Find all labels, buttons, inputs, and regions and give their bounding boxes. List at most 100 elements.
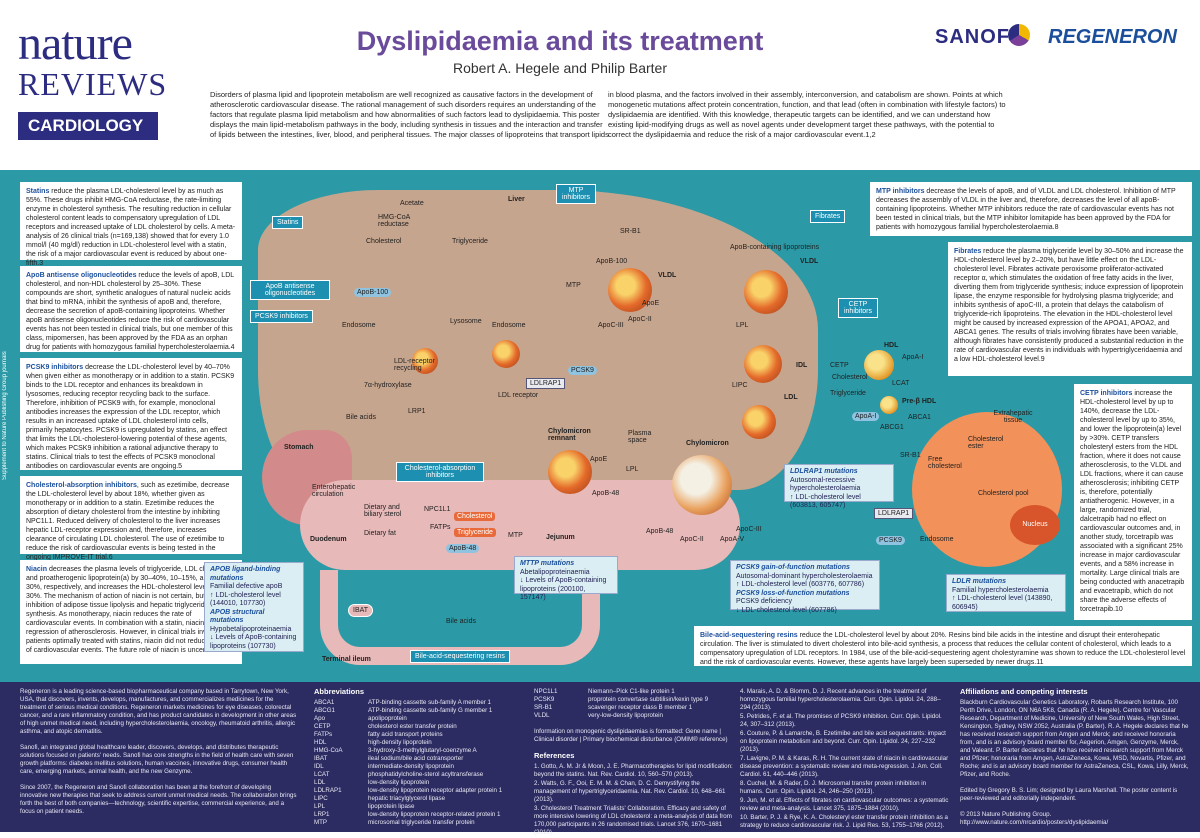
ldl-particle (492, 340, 520, 368)
reference-item: 4. Marais, A. D. & Blomm, D. J. Recent a… (740, 688, 941, 711)
abbr-definition: high-density lipoprotein (368, 739, 432, 746)
label-mtp-intestine: MTP (508, 532, 523, 539)
label-liver: Liver (508, 196, 525, 203)
label-apoai-2: ApoA-I (852, 412, 880, 421)
abbr-term: LDLRAP1 (314, 787, 342, 794)
label-apob48-2: ApoB-48 (646, 528, 674, 535)
label-bile-acids-ileum: Bile acids (446, 618, 476, 625)
label-vldl: VLDL (658, 272, 677, 279)
label-apocii: ApoC-II (628, 316, 652, 323)
tag-pcsk9-inhibitors: PCSK9 inhibitors (250, 310, 313, 323)
info-statins: Statins reduce the plasma LDL-cholestero… (20, 182, 242, 267)
tag-bile-acid-resins: Bile-acid-sequestering resins (410, 650, 510, 663)
label-ldl: LDL (784, 394, 798, 401)
abbr-definition: ileal sodium/bile acid cotransporter (368, 755, 464, 762)
tag-apob-antisense: ApoB antisense oligonucleotides (250, 280, 330, 300)
label-apob100: ApoB-100 (596, 258, 628, 265)
sponsor-sanofi-logo: SANOFI (935, 26, 1017, 48)
abbr-definition: lipoprotein lipase (368, 803, 415, 810)
tag-mtp-inhibitors: MTP inhibitors (556, 184, 596, 204)
abbr-term: LDL (314, 779, 326, 786)
info-fibrates: Fibrates reduce the plasma triglyceride … (948, 242, 1192, 376)
liver-shape (258, 190, 818, 490)
label-cholesterol: Cholesterol (366, 238, 402, 245)
poster-header: nature REVIEWS CARDIOLOGY Dyslipidaemia … (0, 0, 1200, 170)
abbr-definition: 3-hydroxy-3-methylglutaryl-coenzyme A (368, 747, 477, 754)
label-chylomicron-remnant: Chylomicron remnant (548, 428, 591, 442)
label-ldl-receptor: LDL receptor (498, 392, 539, 399)
label-lysosome: Lysosome (450, 318, 482, 325)
label-cholesterol-pool: Cholesterol pool (978, 490, 1029, 497)
abbr-definition: phosphatidylcholine-sterol acyltransfera… (368, 771, 484, 778)
abbr-term: ABCA1 (314, 699, 335, 706)
hdl-particle (864, 350, 894, 380)
vldl-particle (744, 270, 788, 314)
abbr-term: Apo (314, 715, 326, 722)
label-cetp: CETP (830, 362, 849, 369)
reference-item: 1. Gotto, A. M. Jr & Moon, J. E. Pharmac… (534, 763, 733, 778)
label-cholesterol-ester: Cholesterol ester (968, 436, 1004, 450)
label-sr-b1: SR-B1 (620, 228, 641, 235)
reference-item: 5. Petrides, F. et al. The promises of P… (740, 713, 942, 728)
info-pcsk9-inhibitors: PCSK9 inhibitors decrease the LDL-choles… (20, 358, 242, 470)
poster-url-link[interactable]: http://www.nature.com/nrcardio/posters/d… (960, 819, 1109, 826)
reference-item: 3. Cholesterol Treatment Trialists' Coll… (534, 805, 732, 836)
label-lpl-chylo: LPL (626, 466, 639, 473)
label-apoav: ApoA-V (720, 536, 745, 543)
nucleus: Nucleus (1010, 505, 1060, 545)
reference-list: 1. Gotto, A. M. Jr & Moon, J. E. Pharmac… (534, 763, 734, 837)
label-apocii-chylo: ApoC-II (680, 536, 704, 543)
label-lipc: LIPC (732, 382, 748, 389)
label-triglyceride-cetp: Triglyceride (830, 390, 866, 397)
label-bile-acids: Bile acids (346, 414, 376, 421)
label-extrahepatic: Extrahepatic tissue (993, 410, 1033, 424)
label-hdl: HDL (884, 342, 899, 349)
label-sr-b1-2: SR-B1 (900, 452, 921, 459)
poster-footer: Regeneron is a leading science-based bio… (0, 682, 1200, 836)
journal-logo-reviews: REVIEWS (18, 66, 168, 102)
footer-references: 4. Marais, A. D. & Blomm, D. J. Recent a… (740, 688, 950, 831)
abbr-term: PCSK9 (534, 696, 555, 703)
abbr-term: FATPs (314, 731, 333, 738)
info-mtp-inhibitors: MTP inhibitors decrease the levels of ap… (870, 182, 1192, 236)
label-triglyceride-intestine: Triglyceride (454, 528, 496, 537)
abbr-definition: Niemann–Pick C1-like protein 1 (588, 688, 675, 695)
tag-fibrates: Fibrates (810, 210, 846, 223)
label-triglyceride: Triglyceride (452, 238, 488, 245)
reference-item: 6. Couture, P. & Lamarche, B. Ezetimibe … (740, 730, 946, 753)
abbr-definition: low-density lipoprotein receptor-related… (368, 811, 501, 818)
label-abcg1: ABCG1 (880, 424, 904, 431)
abbr-term: CETP (314, 723, 331, 730)
reference-item: 7. Lavigne, P. M. & Karas, R. H. The cur… (740, 755, 949, 778)
abbr-term: ABCG1 (314, 707, 335, 714)
reference-item: 10. Barter, P. J. & Rye, K. A. Cholester… (740, 814, 948, 829)
poster-title: Dyslipidaemia and its treatment (356, 26, 764, 56)
label-apob100-liver: ApoB-100 (354, 288, 392, 297)
label-endosome-2: Endosome (492, 322, 526, 329)
label-endosome-3: Endosome (920, 536, 954, 543)
label-idl: IDL (796, 362, 808, 369)
reference-item: 9. Jun, M. et al. Effects of fibrates on… (740, 797, 949, 812)
abbr-term: VLDL (534, 712, 550, 719)
reference-list: 4. Marais, A. D. & Blomm, D. J. Recent a… (740, 688, 950, 830)
pre-beta-hdl-particle (880, 396, 898, 414)
abbr-term: LCAT (314, 771, 330, 778)
journal-logo-nature: nature (18, 17, 133, 70)
tag-cetp-inhibitors: CETP inhibitors (838, 298, 878, 318)
label-apoe: ApoE (642, 300, 660, 307)
tag-statins: Statins (272, 216, 304, 229)
label-pre-beta-hdl: Pre-β HDL (902, 398, 937, 405)
poster-authors: Robert A. Hegele and Philip Barter (452, 60, 667, 76)
ldl-particle (412, 348, 438, 374)
intro-text-right: in blood plasma, and the factors involve… (608, 90, 1006, 139)
label-cholesterol-cetp: Cholesterol (832, 374, 868, 381)
info-cholesterol-absorption: Cholesterol-absorption inhibitors, such … (20, 476, 242, 561)
label-hmgcoa-reductase: HMG-CoA reductase (378, 214, 410, 228)
chylomicron-particle (672, 455, 732, 515)
